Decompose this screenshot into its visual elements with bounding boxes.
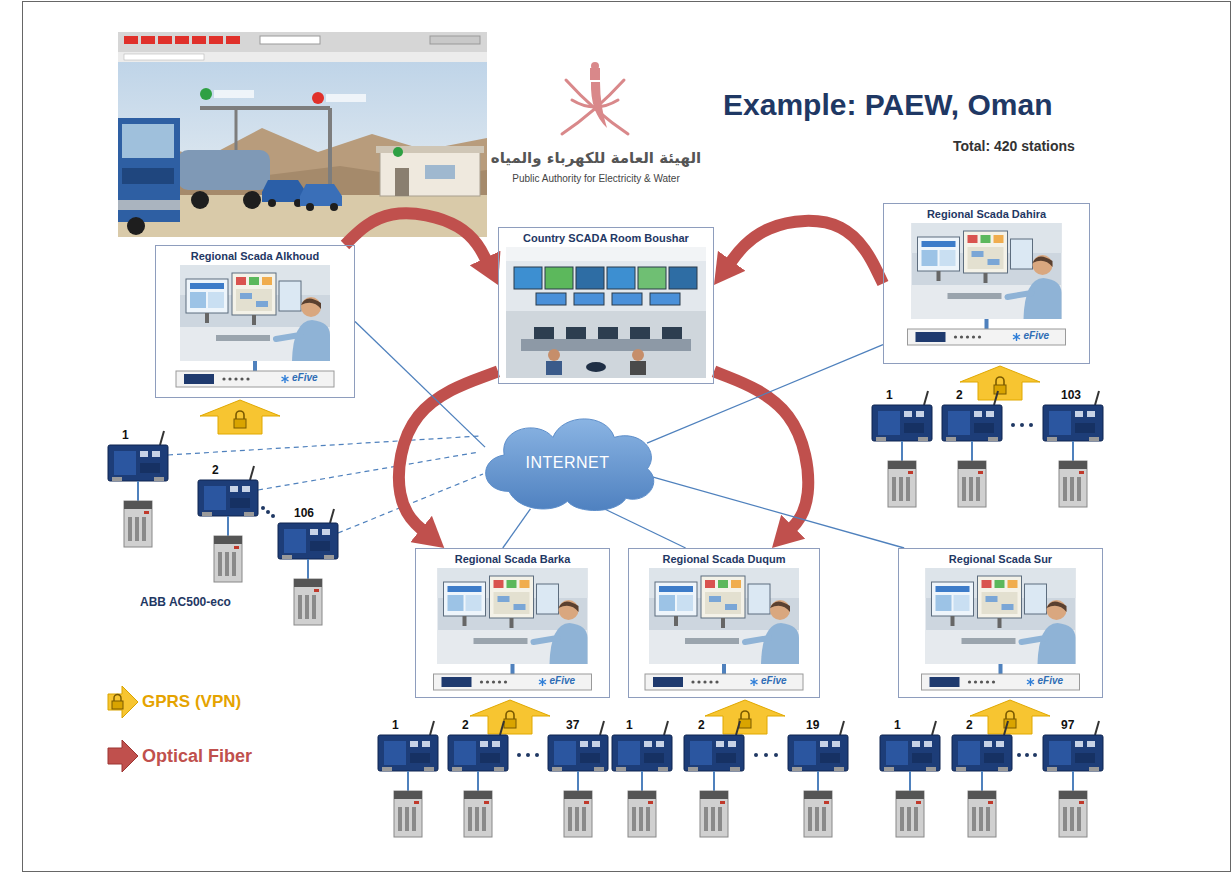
station-number: 19 [806,719,819,733]
ellipsis-dot [1020,423,1024,427]
ellipsis-dot [535,753,539,757]
optical-fiber-legend-arrow [108,740,138,772]
gprs-vpn-arrow [470,700,550,734]
box-heading: Regional Scada Alkhoud [191,250,320,262]
efive-brand: eFive [761,675,787,686]
ellipsis-dot [517,753,521,757]
gprs-modem-and-plc [872,391,932,507]
ellipsis-dot [1033,753,1037,757]
gprs-modem-and-plc [684,721,744,837]
station-number: 1 [122,429,129,443]
control-room-picture [506,247,706,378]
station-number: 2 [698,719,705,733]
network-link [652,477,904,548]
gprs-modem-and-plc [448,721,508,837]
gprs-modem-and-plc [278,509,338,625]
ellipsis-dot [266,510,270,514]
regional-scada-box: Regional Scada Barka [415,548,610,698]
station-number: 2 [212,464,219,478]
network-link [647,345,883,443]
gprs-modem-and-plc [1043,391,1103,507]
station-number: 37 [566,719,579,733]
gprs-modem-and-plc [1043,721,1103,837]
station-number: 103 [1061,389,1081,403]
regional-scada-box: Regional Scada Duqum [628,548,820,698]
page-frame [23,2,1231,872]
workstation-picture [176,265,334,387]
ellipsis-dot [764,753,768,757]
network-link [605,509,686,548]
station-number: 106 [294,507,314,521]
gprs-modem-and-plc [548,721,608,837]
gprs-vpn-arrow [705,700,785,734]
station-number: 97 [1061,719,1074,733]
workstation-picture [645,568,803,690]
ellipsis-dot [1025,753,1029,757]
cloud-label: INTERNET [526,454,610,472]
efive-brand: eFive [292,372,318,383]
efive-brand: eFive [1038,675,1064,686]
gprs-modem-and-plc [942,391,1002,507]
gprs-modem-and-plc [612,721,672,837]
legend-text: Optical Fiber [142,746,252,767]
efive-brand: eFive [550,675,576,686]
gprs-modem-and-plc [952,721,1012,837]
network-link [503,509,531,548]
workstation-picture [922,568,1080,690]
internet-cloud: INTERNET [470,398,665,516]
box-heading: Regional Scada Duqum [663,553,786,565]
regional-scada-box: Regional Scada Dahira [883,203,1090,364]
optical-fiber-arrow [399,371,498,535]
regional-scada-box: Regional Scada Alkhoud [155,245,355,398]
station-number: 1 [894,719,901,733]
box-heading: Regional Scada Barka [455,553,571,565]
station-total: Total: 420 stations [953,138,1075,154]
station-number: 1 [886,389,893,403]
network-link [355,322,485,448]
ellipsis-dot [261,506,265,510]
ellipsis-dot [271,514,275,518]
ellipsis-dot [1011,423,1015,427]
efive-brand: eFive [1024,330,1050,341]
oman-emblem [562,62,628,134]
authority-name-arabic: الهيئة العامة للكهرباء والمياه [491,150,701,167]
station-number: 2 [966,719,973,733]
gprs-link-line [168,436,480,455]
station-number: 2 [462,719,469,733]
gprs-legend-arrow [108,686,138,718]
device-illustrations [108,223,1103,837]
legend-text: GPRS (VPN) [142,692,241,712]
regional-scada-box: Regional Scada Sur [898,548,1103,698]
ellipsis-dot [754,753,758,757]
truck-station-photo [118,32,487,237]
diagram-title: Example: PAEW, Oman [723,88,1053,122]
station-number: 2 [956,389,963,403]
gprs-vpn-arrow [200,400,280,434]
plc-model: ABB AC500-eco [140,596,231,610]
station-number: 1 [392,719,399,733]
country-scada-box: Country SCADA Room Boushar [498,227,714,384]
station-number: 1 [626,719,633,733]
gprs-modem-and-plc [880,721,940,837]
gprs-modem-and-plc [108,431,168,547]
gprs-link-line [258,452,479,490]
optical-fiber-arrow [345,213,489,267]
optical-fiber-arrow [726,221,883,284]
gprs-vpn-arrow [960,366,1040,400]
ellipsis-dot [526,753,530,757]
gprs-modem-and-plc [788,721,848,837]
gprs-modem-and-plc [198,466,258,582]
ellipsis-dot [774,753,778,757]
workstation-picture [434,568,592,690]
box-heading: Regional Scada Sur [949,553,1052,565]
ellipsis-dot [1017,753,1021,757]
authority-name-english: Public Authority for Electricity & Water [512,173,679,185]
ellipsis-dot [1029,423,1033,427]
gprs-modem-and-plc [378,721,438,837]
box-heading: Regional Scada Dahira [927,208,1046,220]
workstation-picture [908,223,1066,345]
gprs-vpn-arrow [970,700,1050,734]
box-heading: Country SCADA Room Boushar [523,232,689,244]
